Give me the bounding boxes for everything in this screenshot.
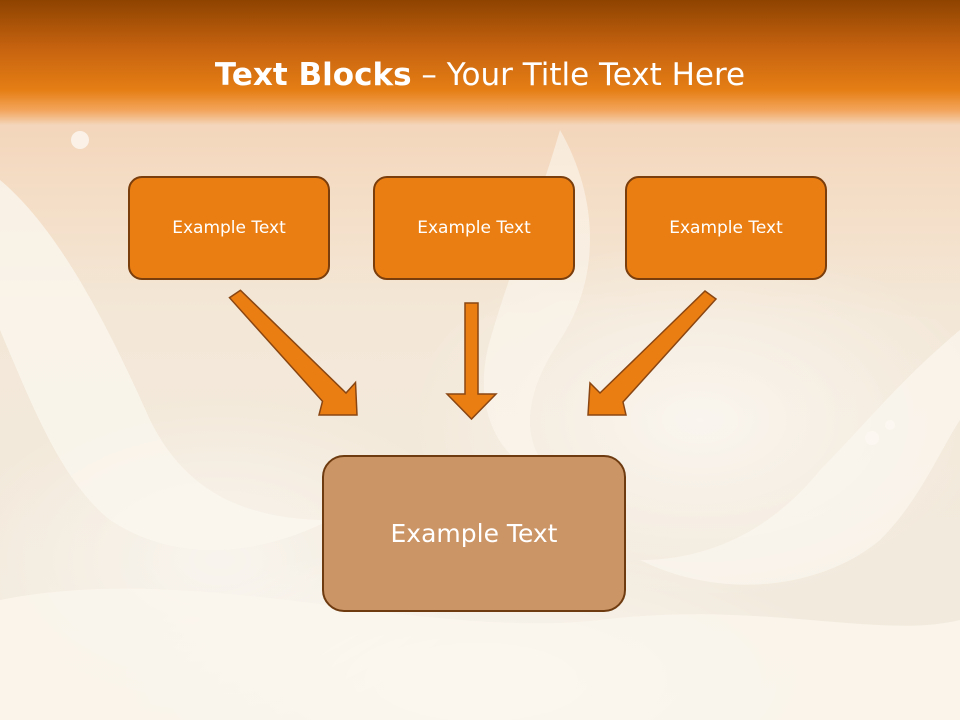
header-band bbox=[0, 0, 960, 125]
text-block-bottom-label: Example Text bbox=[390, 519, 558, 548]
text-block-right-label: Example Text bbox=[669, 218, 783, 238]
arrow-right-to-bottom bbox=[587, 290, 718, 416]
slide-title: Text Blocks – Your Title Text Here bbox=[0, 52, 960, 98]
title-rest: Your Title Text Here bbox=[446, 57, 746, 93]
text-block-left[interactable]: Example Text bbox=[128, 176, 330, 280]
title-bold: Text Blocks bbox=[214, 57, 412, 93]
text-block-bottom[interactable]: Example Text bbox=[322, 455, 626, 612]
text-block-center-label: Example Text bbox=[417, 218, 531, 238]
arrow-center-to-bottom bbox=[445, 302, 498, 421]
text-block-left-label: Example Text bbox=[172, 218, 286, 238]
text-block-right[interactable]: Example Text bbox=[625, 176, 827, 280]
title-dash: – bbox=[411, 57, 447, 93]
text-block-center[interactable]: Example Text bbox=[373, 176, 575, 280]
arrow-left-to-bottom bbox=[228, 289, 358, 416]
